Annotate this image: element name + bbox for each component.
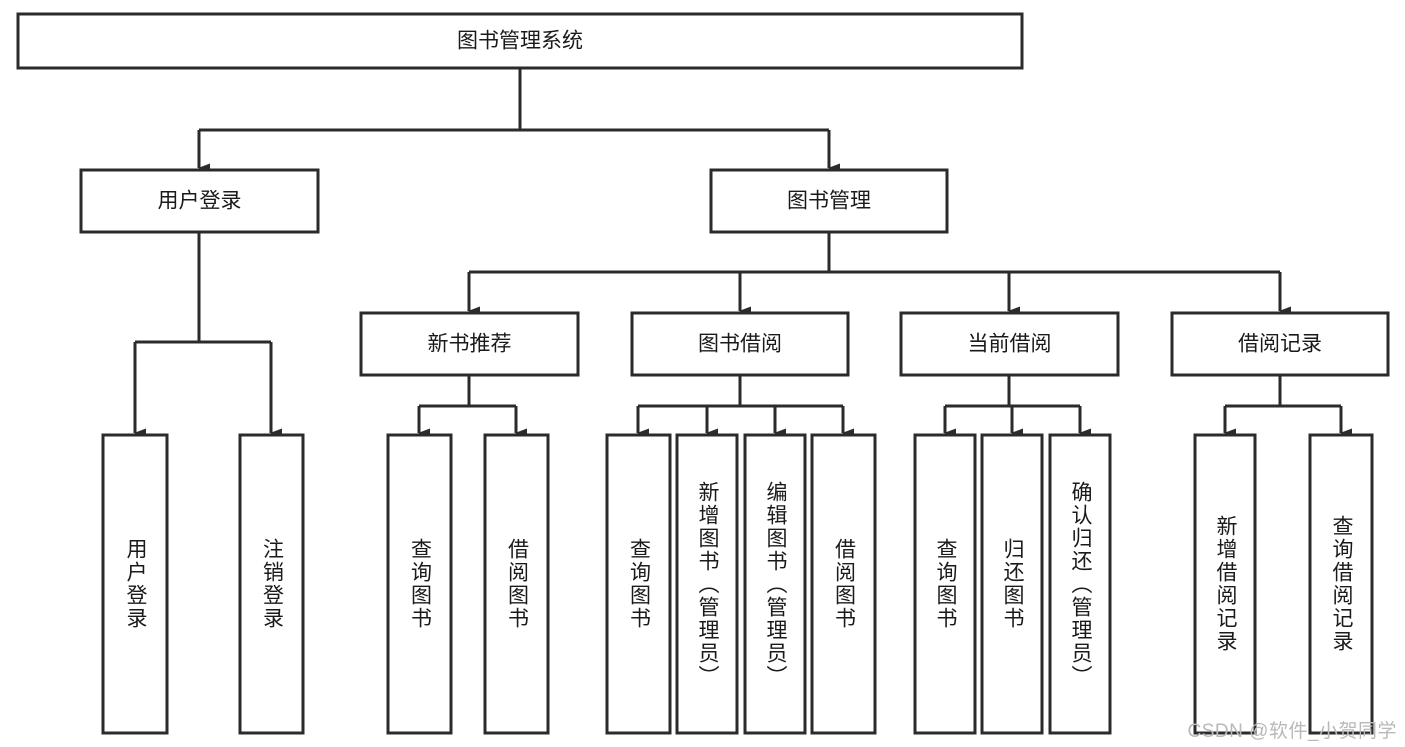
- node-box-leaf-query-book-current[interactable]: [913, 433, 977, 735]
- node-label-current-borrow: 当前借阅: [968, 333, 1052, 356]
- node-box-user-login[interactable]: [79, 168, 320, 234]
- node-box-leaf-query-book-borrow[interactable]: [605, 433, 672, 735]
- node-box-leaf-add-book-admin[interactable]: [675, 433, 739, 735]
- node-box-leaf-user-login[interactable]: [101, 433, 169, 735]
- node-label-book-borrow: 图书借阅: [698, 333, 782, 356]
- node-box-leaf-logout-login[interactable]: [238, 433, 305, 735]
- node-label-user-login: 用户登录: [158, 190, 242, 213]
- node-label-new-book-recommend: 新书推荐: [428, 333, 512, 356]
- node-box-leaf-return-book[interactable]: [980, 433, 1044, 735]
- node-box-leaf-borrow-book[interactable]: [810, 433, 877, 735]
- node-box-leaf-confirm-return-admin[interactable]: [1048, 433, 1112, 735]
- node-box-new-book-recommend[interactable]: [359, 311, 580, 377]
- node-box-book-borrow[interactable]: [630, 311, 850, 377]
- node-label-book-management: 图书管理: [787, 190, 871, 213]
- node-box-book-management[interactable]: [709, 168, 949, 234]
- connector-lines: [133, 68, 1352, 438]
- node-box-leaf-edit-book-admin[interactable]: [743, 433, 807, 735]
- watermark-text: CSDN @软件_小贺同学: [1187, 721, 1397, 742]
- node-box-leaf-query-borrow-record[interactable]: [1308, 433, 1374, 735]
- node-label-borrow-record: 借阅记录: [1238, 333, 1322, 356]
- node-box-leaf-add-borrow-record[interactable]: [1193, 433, 1257, 735]
- node-box-borrow-record[interactable]: [1170, 311, 1390, 377]
- node-box-leaf-borrow-book-recommend[interactable]: [483, 433, 550, 735]
- node-box-current-borrow[interactable]: [899, 311, 1120, 377]
- node-label-system-title: 图书管理系统: [457, 30, 583, 53]
- node-box-leaf-query-book-recommend[interactable]: [386, 433, 453, 735]
- node-box-system-title[interactable]: [16, 12, 1024, 70]
